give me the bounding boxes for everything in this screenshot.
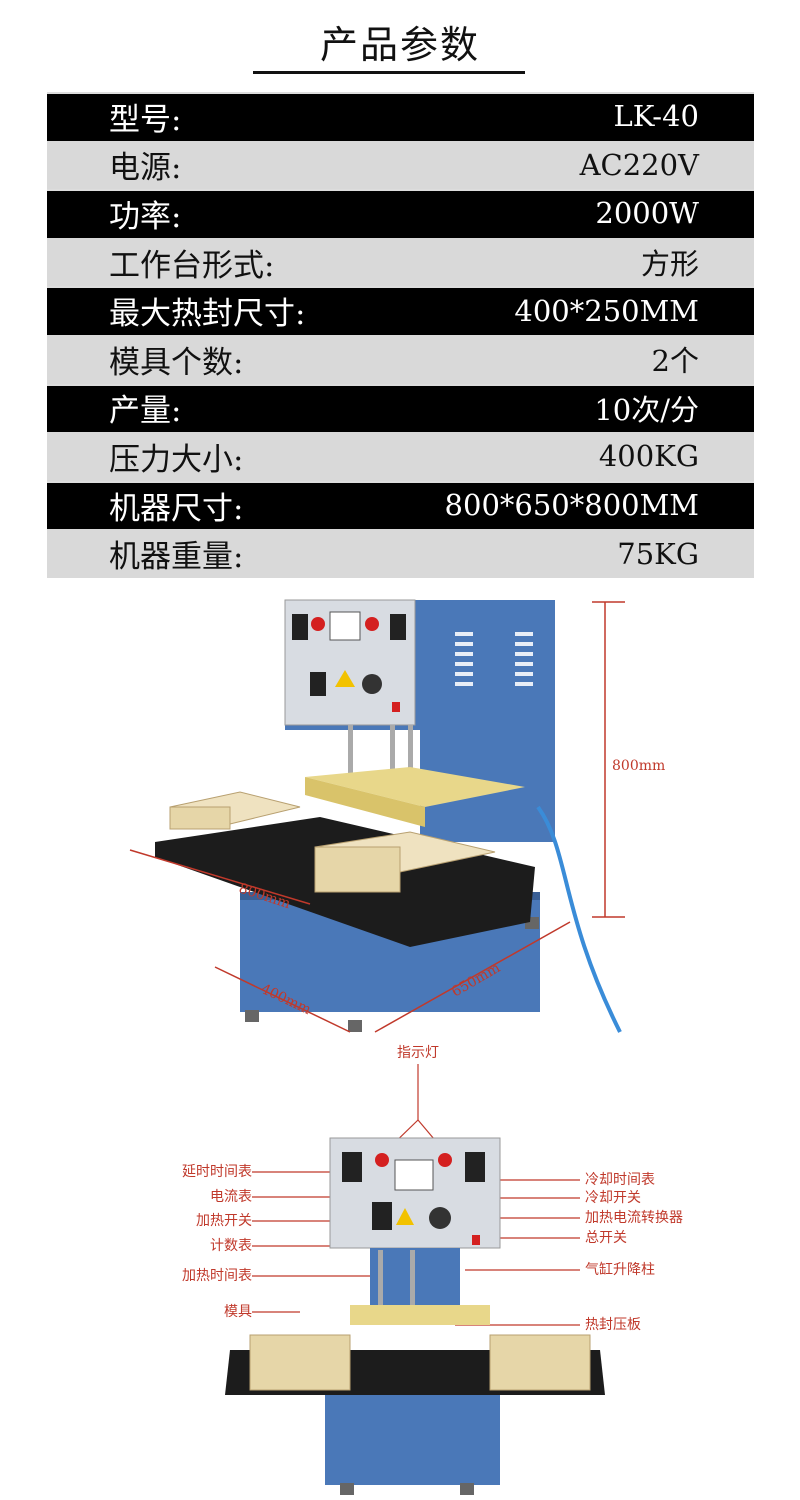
foot xyxy=(460,1483,474,1495)
spec-row-max-seal-size: 最大热封尺寸: 400*250MM xyxy=(47,286,754,335)
mold-left xyxy=(249,1334,351,1391)
main-switch xyxy=(392,702,400,712)
spec-row-power-supply: 电源: AC220V xyxy=(47,140,754,190)
spec-label: 最大热封尺寸: xyxy=(109,296,306,333)
cylinder-column xyxy=(348,725,353,785)
current-knob xyxy=(429,1207,451,1229)
current-knob xyxy=(362,674,382,694)
delay-timer-dial xyxy=(342,1152,362,1182)
callout-mold: 模具 xyxy=(224,1304,252,1320)
vent-slots xyxy=(455,632,533,686)
spec-value: 2个 xyxy=(651,344,699,379)
spec-label: 模具个数: xyxy=(109,344,244,381)
dim-height-label: 800mm xyxy=(612,758,665,774)
callout-main-switch: 总开关 xyxy=(585,1230,627,1246)
callout-heat-switch: 加热开关 xyxy=(196,1213,252,1229)
spec-label: 功率: xyxy=(109,198,182,235)
spec-value: 10次/分 xyxy=(594,392,699,427)
callout-counter: 计数表 xyxy=(210,1238,252,1254)
indicator-light xyxy=(311,617,325,631)
spec-value: AC220V xyxy=(579,147,699,182)
spec-row-output: 产量: 10次/分 xyxy=(47,383,754,433)
machine-dimension-photo: 800mm 800mm 400mm 650mm xyxy=(129,599,665,1033)
spec-label: 机器重量: xyxy=(109,539,244,576)
heat-timer-dial xyxy=(372,1202,392,1230)
cylinder-column xyxy=(410,1250,415,1310)
spec-row-machine-size: 机器尺寸: 800*650*800MM xyxy=(47,480,754,530)
spec-row-machine-weight: 机器重量: 75KG xyxy=(47,529,754,578)
spec-value: 75KG xyxy=(617,536,699,571)
spec-value: 400*250MM xyxy=(514,293,699,328)
callout-ammeter: 电流表 xyxy=(210,1189,252,1205)
spec-value: 800*650*800MM xyxy=(444,488,699,523)
spec-row-pressure: 压力大小: 400KG xyxy=(47,432,754,481)
indicator-light xyxy=(375,1153,389,1167)
press-plate xyxy=(305,767,525,807)
indicator-light xyxy=(438,1153,452,1167)
machine-base xyxy=(325,1395,500,1485)
spec-value: 2000W xyxy=(595,196,699,231)
title-underline xyxy=(253,71,525,74)
callout-delay-timer: 延时时间表 xyxy=(182,1164,252,1180)
spec-row-table-type: 工作台形式: 方形 xyxy=(47,237,754,287)
timer-dial xyxy=(390,614,406,640)
cylinder-column xyxy=(378,1250,383,1310)
foot xyxy=(245,1010,259,1022)
main-switch xyxy=(472,1235,480,1245)
mold-right xyxy=(489,1334,591,1391)
press-plate xyxy=(350,1305,490,1325)
page-title: 产品参数 xyxy=(319,23,480,67)
callout-heat-timer: 加热时间表 xyxy=(182,1268,252,1284)
cylinder-column xyxy=(408,725,413,785)
mold-left-side xyxy=(169,806,231,830)
callout-indicator: 指示灯 xyxy=(397,1045,439,1061)
press-plate-side xyxy=(305,777,425,827)
spec-row-power: 功率: 2000W xyxy=(47,189,754,238)
spec-label: 压力大小: xyxy=(109,441,244,478)
spec-row-model: 型号: LK-40 xyxy=(47,92,754,141)
callout-cool-timer: 冷却时间表 xyxy=(585,1172,655,1188)
ammeter xyxy=(329,611,361,641)
spec-label: 电源: xyxy=(109,150,182,187)
foot xyxy=(340,1483,354,1495)
timer-dial xyxy=(310,672,326,696)
cool-timer-dial xyxy=(465,1152,485,1182)
spec-label: 机器尺寸: xyxy=(109,490,244,527)
mold-right-side xyxy=(314,846,401,893)
spec-value: 方形 xyxy=(640,247,699,282)
spec-label: 工作台形式: xyxy=(109,247,275,284)
foot xyxy=(348,1020,362,1032)
warning-icon xyxy=(335,670,355,687)
power-cable xyxy=(536,805,622,1033)
spec-value: 400KG xyxy=(598,439,699,474)
warning-icon xyxy=(396,1208,414,1225)
spec-row-mold-count: 模具个数: 2个 xyxy=(47,334,754,384)
spec-label: 型号: xyxy=(109,101,182,138)
callout-current-switch: 加热电流转换器 xyxy=(585,1209,683,1226)
timer-dial xyxy=(292,614,308,640)
indicator-light xyxy=(365,617,379,631)
ammeter xyxy=(394,1159,434,1191)
callout-cylinder: 气缸升降柱 xyxy=(585,1261,655,1278)
callout-press-plate: 热封压板 xyxy=(585,1317,641,1333)
spec-value: LK-40 xyxy=(613,99,699,134)
spec-table: 型号: LK-40 电源: AC220V 功率: 2000W 工作台形式: 方形… xyxy=(47,92,754,578)
machine-callout-photo: 指示灯 延时时间表 电流表 加热开关 计数表 加热时间表 模具 冷却时间 xyxy=(182,1045,683,1495)
callout-cool-switch: 冷却开关 xyxy=(585,1190,641,1206)
cylinder-column xyxy=(390,725,395,785)
spec-label: 产量: xyxy=(109,393,182,430)
dimension-lines xyxy=(129,601,625,1033)
